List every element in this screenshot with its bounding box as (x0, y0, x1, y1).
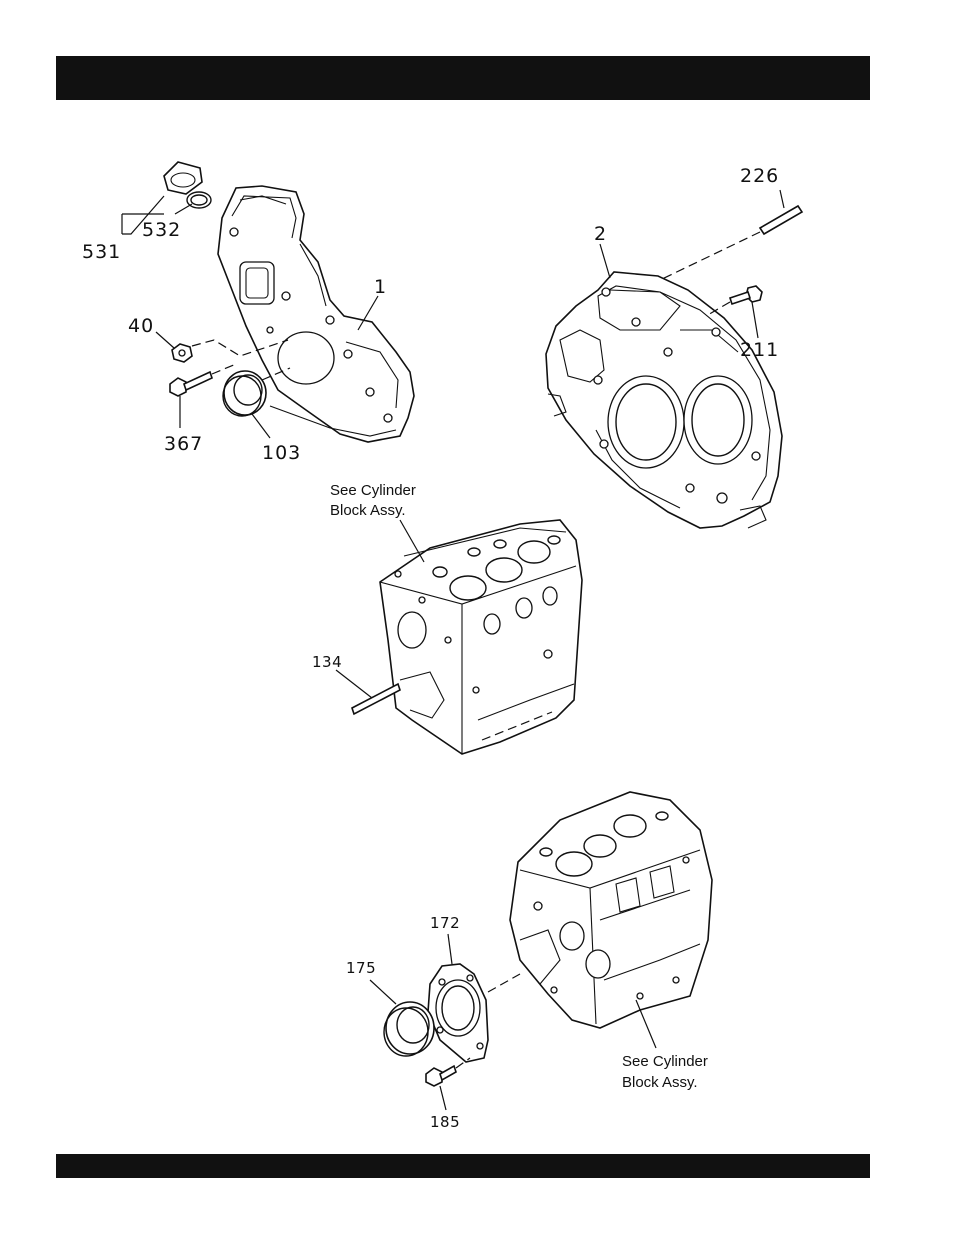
leader-226 (780, 190, 784, 208)
callout-226: 226 (740, 165, 779, 187)
cylinder-block-front-part (380, 520, 582, 754)
flywheel-housing-part (546, 272, 782, 528)
callout-172: 172 (430, 914, 460, 932)
callout-134: 134 (312, 653, 342, 671)
leader-185 (440, 1086, 446, 1110)
callout-185: 185 (430, 1113, 460, 1131)
seal-case-bolt-part (426, 1066, 456, 1086)
cylinder-block-rear-part (510, 792, 712, 1028)
block-ref-note-1-line2: Block Assy. (330, 502, 406, 519)
callout-103: 103 (262, 442, 301, 464)
housing-bolt-part (730, 286, 762, 304)
leader-211 (752, 302, 758, 338)
callout-175: 175 (346, 959, 376, 977)
callout-531: 531 (82, 241, 121, 263)
block-ref-note-2-line2: Block Assy. (622, 1074, 698, 1091)
callout-211: 211 (740, 339, 779, 361)
oil-seal-case-part (428, 964, 488, 1062)
callout-532: 532 (142, 219, 181, 241)
assembly-line-172 (488, 974, 520, 992)
block-ref-note-1-line1: See Cylinder (330, 482, 416, 499)
callout-1: 1 (374, 276, 387, 298)
callout-40: 40 (128, 315, 154, 337)
assembly-line-367 (212, 364, 236, 374)
block-ref-note-2-line1: See Cylinder (622, 1053, 708, 1070)
leader-103 (252, 414, 270, 438)
assembly-line-226 (660, 232, 760, 280)
stud-bolt-part (760, 206, 802, 234)
leader-block-ref-1 (400, 520, 424, 562)
callout-2: 2 (594, 223, 607, 245)
nut-part (172, 344, 192, 362)
leader-175 (370, 980, 396, 1004)
leader-172 (448, 934, 452, 964)
leader-40 (156, 332, 174, 348)
leader-532 (175, 204, 192, 214)
front-oil-seal-part (223, 371, 266, 416)
bolt-part (170, 372, 212, 396)
leader-2 (600, 244, 610, 278)
callout-367: 367 (164, 433, 203, 455)
oil-filler-cap-part (164, 162, 211, 208)
leader-134 (336, 670, 372, 698)
rear-oil-seal-part (384, 1002, 434, 1056)
